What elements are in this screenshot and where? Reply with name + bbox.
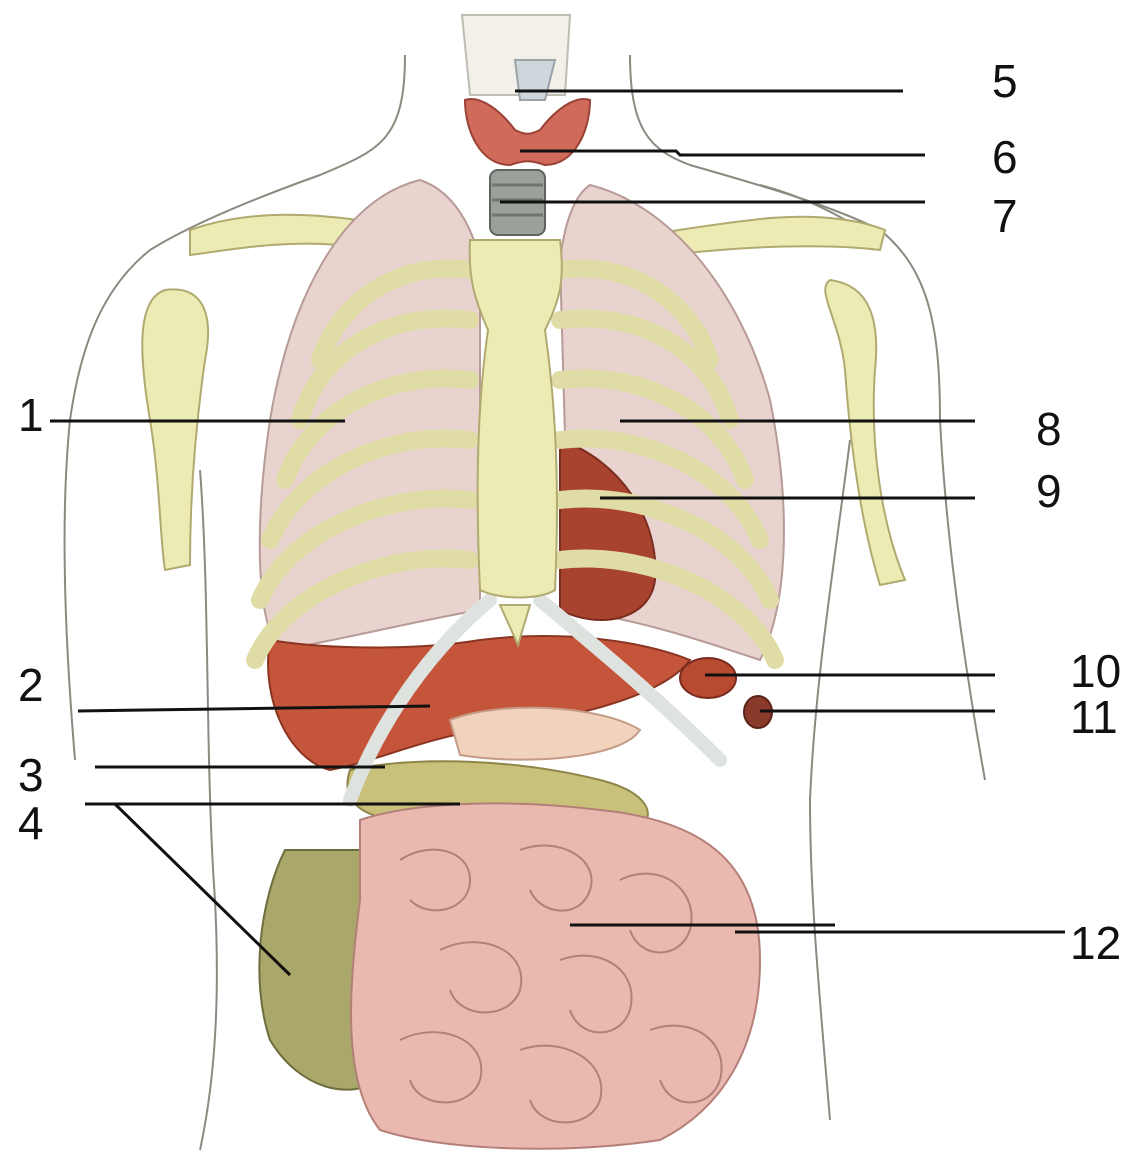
stomach — [450, 708, 640, 760]
spleen — [680, 658, 736, 698]
label-7: 7 — [992, 193, 1018, 239]
label-2: 2 — [18, 662, 44, 708]
larynx — [462, 15, 570, 95]
sternum — [470, 240, 562, 598]
label-1: 1 — [18, 392, 44, 438]
thyroid-gland — [465, 99, 590, 165]
label-5: 5 — [992, 58, 1018, 104]
label-11: 11 — [1070, 694, 1118, 740]
leader-line-4b — [115, 804, 290, 975]
label-12: 12 — [1070, 920, 1121, 966]
label-3: 3 — [18, 752, 44, 798]
small-intestine — [351, 803, 760, 1148]
label-4: 4 — [18, 800, 44, 846]
label-6: 6 — [992, 134, 1018, 180]
label-10: 10 — [1070, 648, 1121, 694]
label-9: 9 — [1036, 468, 1062, 514]
label-8: 8 — [1036, 406, 1062, 452]
leader-line-6 — [520, 151, 925, 155]
